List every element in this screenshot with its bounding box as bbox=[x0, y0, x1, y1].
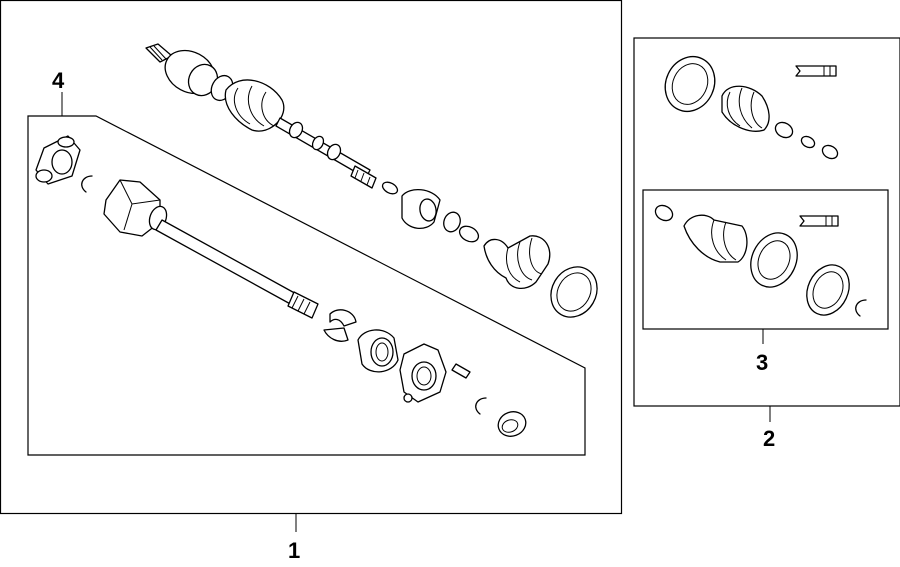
outer-axle-shaft-assembly bbox=[145, 43, 377, 189]
callout-2: 2 bbox=[763, 426, 775, 451]
intermediate-bearing bbox=[357, 329, 399, 373]
callout-1: 1 bbox=[288, 538, 300, 563]
oil-seal bbox=[497, 411, 527, 437]
callout-4: 4 bbox=[52, 68, 65, 93]
callout-3: 3 bbox=[756, 350, 768, 375]
intermediate-shaft bbox=[155, 219, 319, 319]
tripod-joint bbox=[35, 135, 81, 185]
seal-ring-small bbox=[443, 211, 480, 243]
inner-joint-housing bbox=[103, 179, 168, 237]
boot-kit-upper bbox=[664, 56, 839, 160]
snap-ring-inner bbox=[475, 397, 487, 415]
dust-seal-pin bbox=[451, 363, 471, 379]
snap-ring-left bbox=[81, 175, 93, 193]
boot-kit-frame-3 bbox=[642, 189, 889, 330]
center-bearing-housing bbox=[401, 189, 441, 229]
boot-clamp-large bbox=[550, 266, 598, 318]
boot-kit-frame-2 bbox=[633, 37, 900, 407]
inner-shaft-frame-4 bbox=[27, 115, 586, 456]
snap-ring bbox=[381, 181, 399, 195]
bearing-bracket bbox=[399, 343, 447, 403]
boot-kit-lower bbox=[654, 204, 867, 317]
retainer-ring bbox=[323, 309, 357, 342]
inner-joint-boot bbox=[483, 235, 551, 289]
assembly-frame-1 bbox=[0, 0, 623, 515]
